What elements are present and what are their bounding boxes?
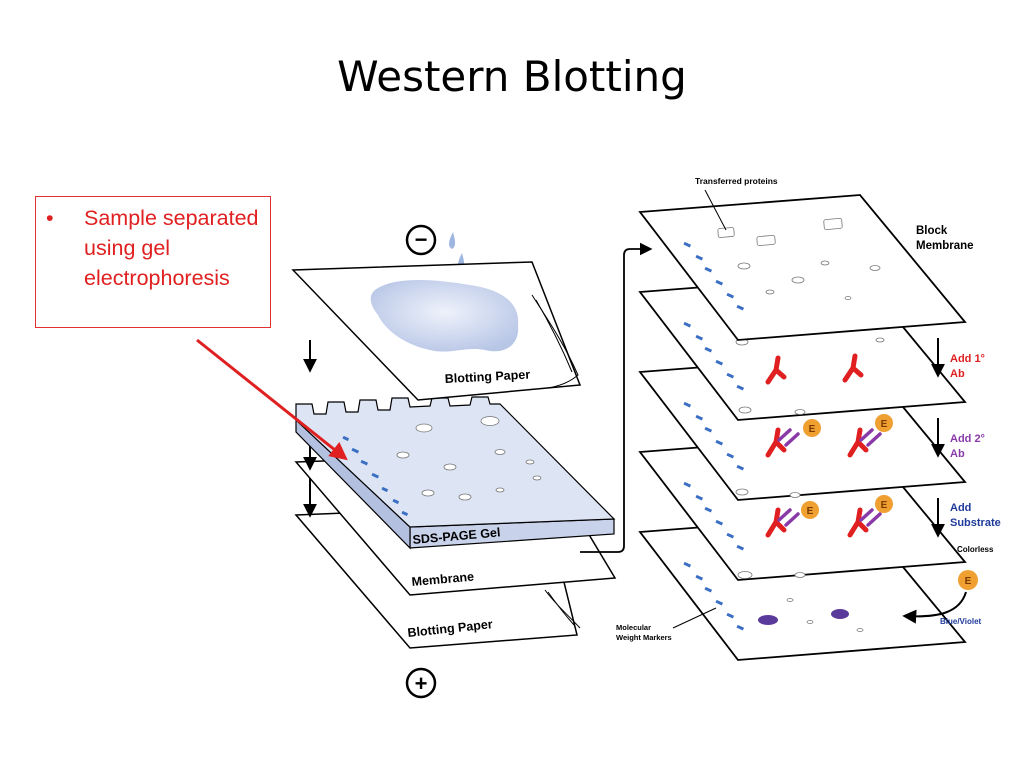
enzyme-label: E <box>809 424 816 435</box>
blue-violet-label: Blue/Violet <box>940 617 982 626</box>
add-secondary-ab-label-2: Ab <box>950 448 965 460</box>
positive-electrode-icon: + <box>405 667 437 699</box>
enzyme-icon <box>958 570 978 590</box>
blotting-paper-top-label: Blotting Paper <box>444 368 530 386</box>
transferred-proteins-leader <box>704 189 727 231</box>
add-substrate-label-1: Add <box>950 502 971 514</box>
enzyme-label: E <box>807 506 814 517</box>
blotting-paper-top: Blotting Paper <box>291 261 582 401</box>
mw-markers-label-1: Molecular <box>616 623 651 632</box>
transferred-proteins-label: Transferred proteins <box>695 176 778 186</box>
membrane-label: Membrane <box>411 570 475 589</box>
negative-electrode-icon: − <box>405 224 437 256</box>
sds-page-gel: SDS-PAGE Gel <box>295 396 616 550</box>
add-substrate-label-2: Substrate <box>950 517 1001 529</box>
add-primary-ab-label-2: Ab <box>950 368 965 380</box>
mw-markers-leader <box>672 607 717 629</box>
callout-box: Sample separated using gel electrophores… <box>35 196 271 328</box>
callout-bullet: Sample separated using gel electrophores… <box>36 203 270 293</box>
enzyme-label: E <box>965 576 972 587</box>
enzyme-label: E <box>881 500 888 511</box>
plus-sign: + <box>415 671 428 696</box>
add-primary-ab-label-1: Add 1° <box>950 353 985 365</box>
slide-title: Western Blotting <box>337 52 687 101</box>
minus-sign: − <box>415 227 428 252</box>
transfer-arrow <box>580 242 653 553</box>
mw-markers-label-2: Weight Markers <box>616 633 672 642</box>
block-membrane-label-1: Block <box>916 225 948 237</box>
add-secondary-ab-label-1: Add 2° <box>950 433 985 445</box>
enzyme-label: E <box>881 419 888 430</box>
membrane-block-layer <box>638 189 967 341</box>
conversion-arrow <box>902 591 967 624</box>
block-membrane-label-2: Membrane <box>916 240 974 252</box>
callout-arrow <box>196 338 348 461</box>
colorless-label: Colorless <box>957 545 994 554</box>
